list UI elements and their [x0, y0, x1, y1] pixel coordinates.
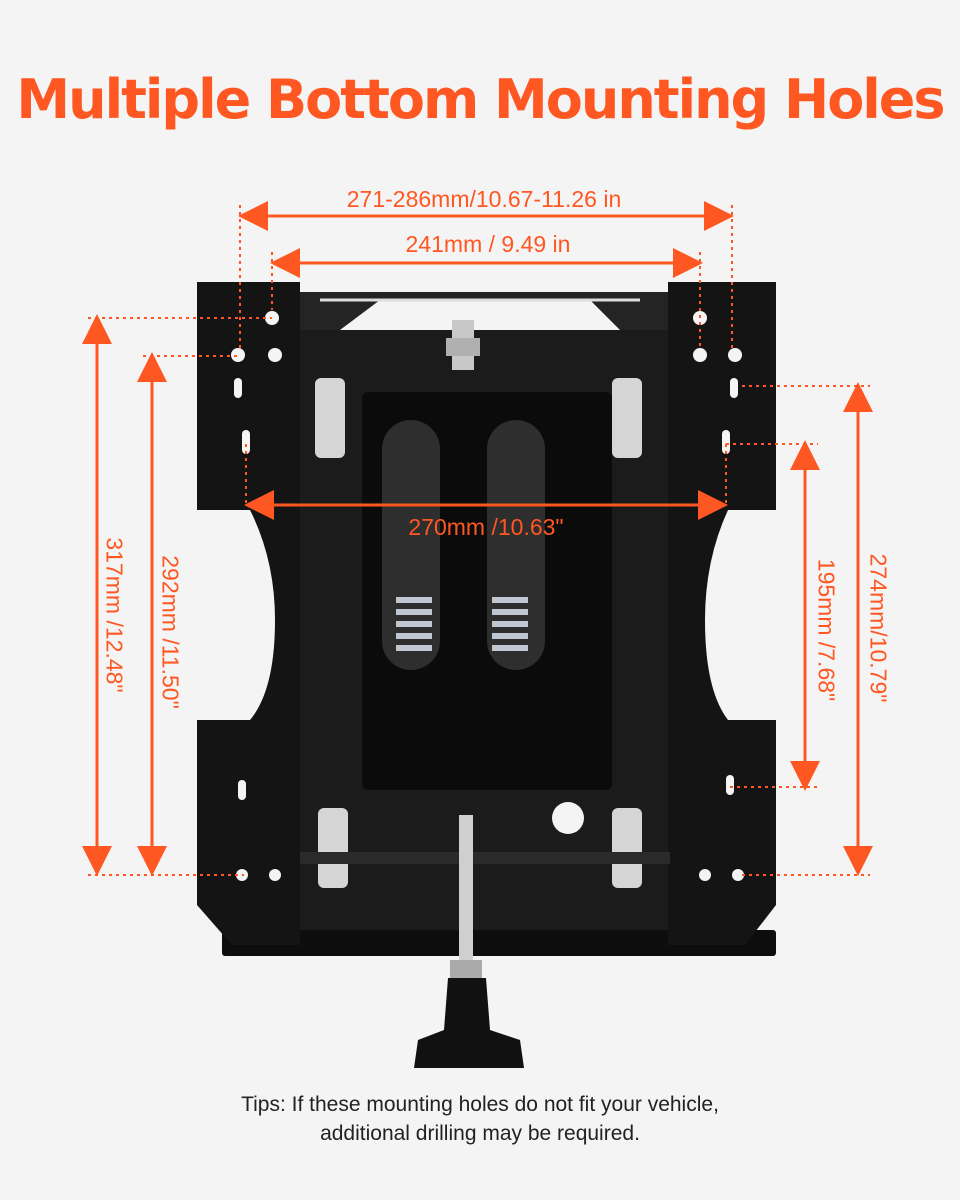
- tips-line-2: additional drilling may be required.: [320, 1122, 640, 1145]
- right-inner-height-label: 195mm /7.68": [813, 558, 840, 702]
- inner-width-label: 241mm / 9.49 in: [405, 231, 571, 257]
- left-outer-height-label: 317mm /12.48": [101, 537, 128, 693]
- right-outer-height-label: 274mm/10.79": [865, 553, 892, 703]
- outer-width-label: 271-286mm/10.67-11.26 in: [346, 186, 622, 212]
- page-title: Multiple Bottom Mounting Holes: [16, 68, 945, 131]
- left-inner-height-label: 292mm /11.50": [157, 555, 184, 709]
- tips-line-1: Tips: If these mounting holes do not fit…: [241, 1093, 719, 1116]
- mid-width-label: 270mm /10.63": [408, 514, 564, 540]
- tips-note: Tips: If these mounting holes do not fit…: [0, 1090, 960, 1148]
